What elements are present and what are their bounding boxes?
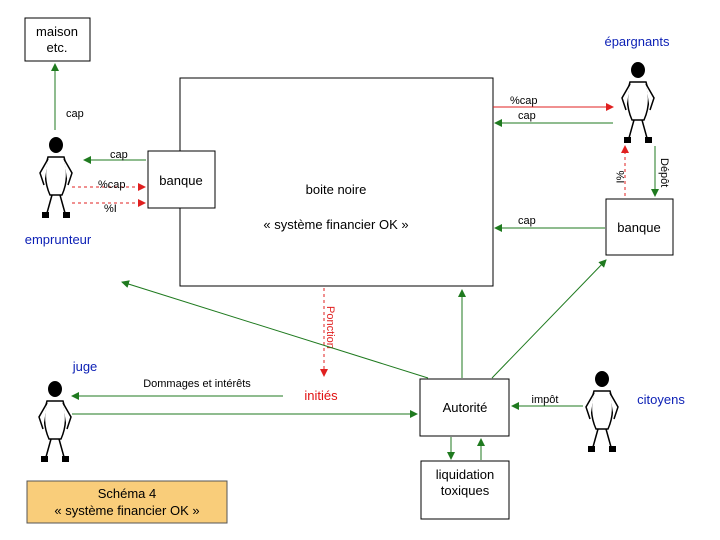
insiders-label: initiés (304, 388, 338, 403)
bank-left-label: banque (159, 173, 202, 188)
legend-line-2: « système financier OK » (54, 503, 199, 518)
authority-box: Autorité (419, 378, 510, 437)
borrower-figure (39, 136, 73, 219)
borrower-label: emprunteur (25, 232, 92, 247)
citizens-label: citoyens (637, 392, 685, 407)
bank-left-box: banque (147, 150, 216, 209)
citizens-figure (585, 370, 619, 453)
text-line: etc. (47, 40, 68, 55)
cap-borrower-label: cap (110, 149, 128, 161)
black-box: boite noire « système financier OK » (179, 77, 494, 287)
pct-cap-savers-label: %cap (510, 95, 538, 107)
damages-label: Dommages et intérêts (143, 378, 251, 390)
savers-figure (621, 61, 655, 144)
tax-label: impôt (532, 394, 559, 406)
deposit-label: Dépôt (658, 158, 670, 187)
pct-savers-label: I% (615, 170, 627, 183)
cap-up-label: cap (66, 108, 84, 120)
authority-to-bank-arrow (491, 259, 607, 379)
pct-i-borrower-label: %I (104, 203, 117, 215)
ponction-label: Ponction (324, 306, 336, 349)
black-box-subtitle: « système financier OK » (263, 217, 408, 232)
text-line: maison (36, 24, 78, 39)
bank-right-label: banque (617, 220, 660, 235)
judge-figure (38, 380, 72, 463)
savers-label: épargnants (604, 34, 670, 49)
authority-to-borrower-arrow (121, 280, 429, 379)
authority-label: Autorité (443, 400, 488, 415)
legend-box: Schéma 4 « système financier OK » (26, 480, 228, 524)
cap-bank-right-label: cap (518, 215, 536, 227)
text-line: liquidation (436, 467, 495, 482)
judge-label: juge (72, 359, 98, 374)
text-line: toxiques (441, 483, 490, 498)
bank-right-box: banque (605, 198, 674, 256)
cap-savers-label: cap (518, 110, 536, 122)
legend-line-1: Schéma 4 (98, 486, 157, 501)
black-box-title: boite noire (306, 182, 367, 197)
pct-cap-borrower-label: %cap (98, 179, 126, 191)
